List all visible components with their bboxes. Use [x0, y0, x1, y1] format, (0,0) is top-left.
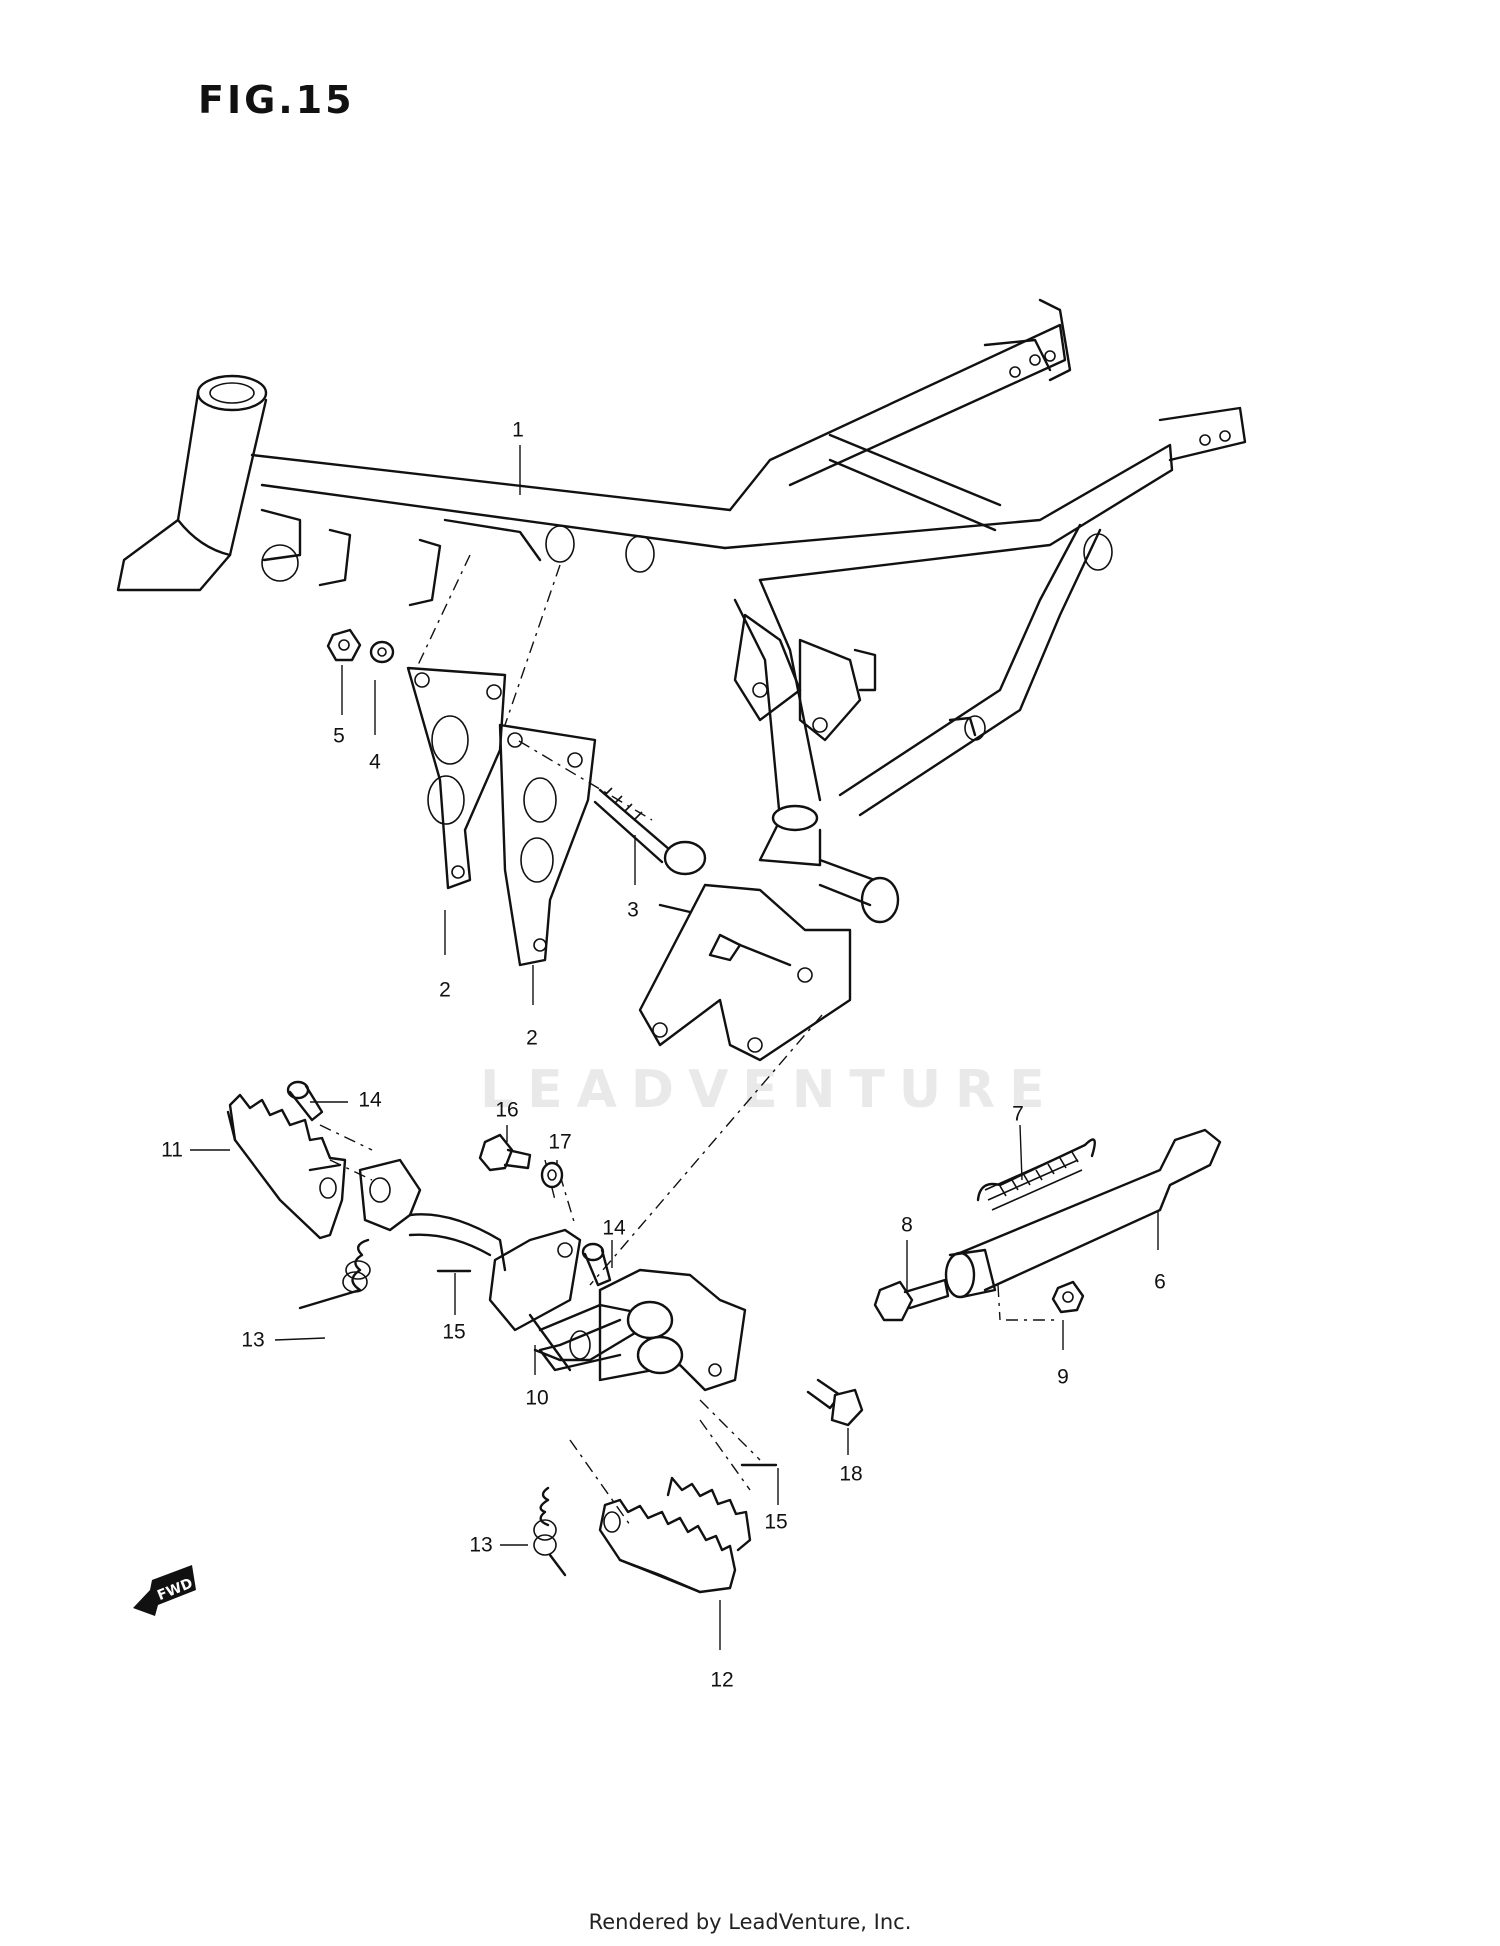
- callout-10: 10: [525, 1386, 549, 1410]
- callout-13: 13: [241, 1328, 265, 1352]
- frame-part[interactable]: [116, 298, 1247, 1062]
- long-bolt-part[interactable]: [593, 787, 707, 876]
- callout-14: 14: [358, 1088, 382, 1112]
- forward-arrow-icon: FWD: [133, 1565, 196, 1616]
- callout-3: 3: [627, 898, 639, 922]
- callout-15: 15: [442, 1320, 466, 1344]
- watermark: LEADVENTURE: [480, 1060, 1059, 1120]
- footpeg-bolt-part[interactable]: [806, 1378, 864, 1427]
- callout-17: 17: [548, 1130, 572, 1154]
- callout-6: 6: [1154, 1270, 1166, 1294]
- callout-7: 7: [1012, 1102, 1024, 1126]
- return-spring-right-part[interactable]: [533, 1486, 567, 1577]
- callout-2: 2: [439, 978, 451, 1002]
- pin-part[interactable]: [286, 1080, 324, 1122]
- callout-15: 15: [764, 1510, 788, 1534]
- callout-5: 5: [333, 724, 345, 748]
- footpeg-right-part[interactable]: [598, 1476, 752, 1594]
- pin-part[interactable]: [581, 1242, 612, 1287]
- stand-spring-part[interactable]: [976, 1138, 1096, 1211]
- washer-part[interactable]: [369, 640, 395, 664]
- callout-1: 1: [512, 418, 524, 442]
- callout-13: 13: [469, 1533, 493, 1557]
- footpeg-bracket-part[interactable]: [358, 1158, 747, 1392]
- bracket-washer-part[interactable]: [540, 1161, 564, 1189]
- callout-2: 2: [526, 1026, 538, 1050]
- callout-18: 18: [839, 1462, 863, 1486]
- callout-16: 16: [495, 1098, 519, 1122]
- stand-nut-part[interactable]: [1051, 1280, 1085, 1314]
- side-stand-part[interactable]: [944, 1128, 1222, 1299]
- footer-credit: Rendered by LeadVenture, Inc.: [588, 1910, 912, 1934]
- callout-8: 8: [901, 1213, 913, 1237]
- stand-bolt-part[interactable]: [873, 1278, 950, 1322]
- callout-9: 9: [1057, 1365, 1069, 1389]
- callout-4: 4: [369, 750, 381, 774]
- callout-12: 12: [710, 1668, 734, 1692]
- nut-part[interactable]: [326, 628, 362, 662]
- side-plate-part[interactable]: [406, 666, 597, 967]
- figure-title: FIG.15: [198, 78, 355, 122]
- return-spring-left-part[interactable]: [298, 1238, 371, 1310]
- bracket-bolt-part[interactable]: [478, 1133, 532, 1172]
- callout-11: 11: [161, 1138, 183, 1162]
- footpeg-left-part[interactable]: [226, 1093, 347, 1240]
- callout-14: 14: [602, 1216, 626, 1240]
